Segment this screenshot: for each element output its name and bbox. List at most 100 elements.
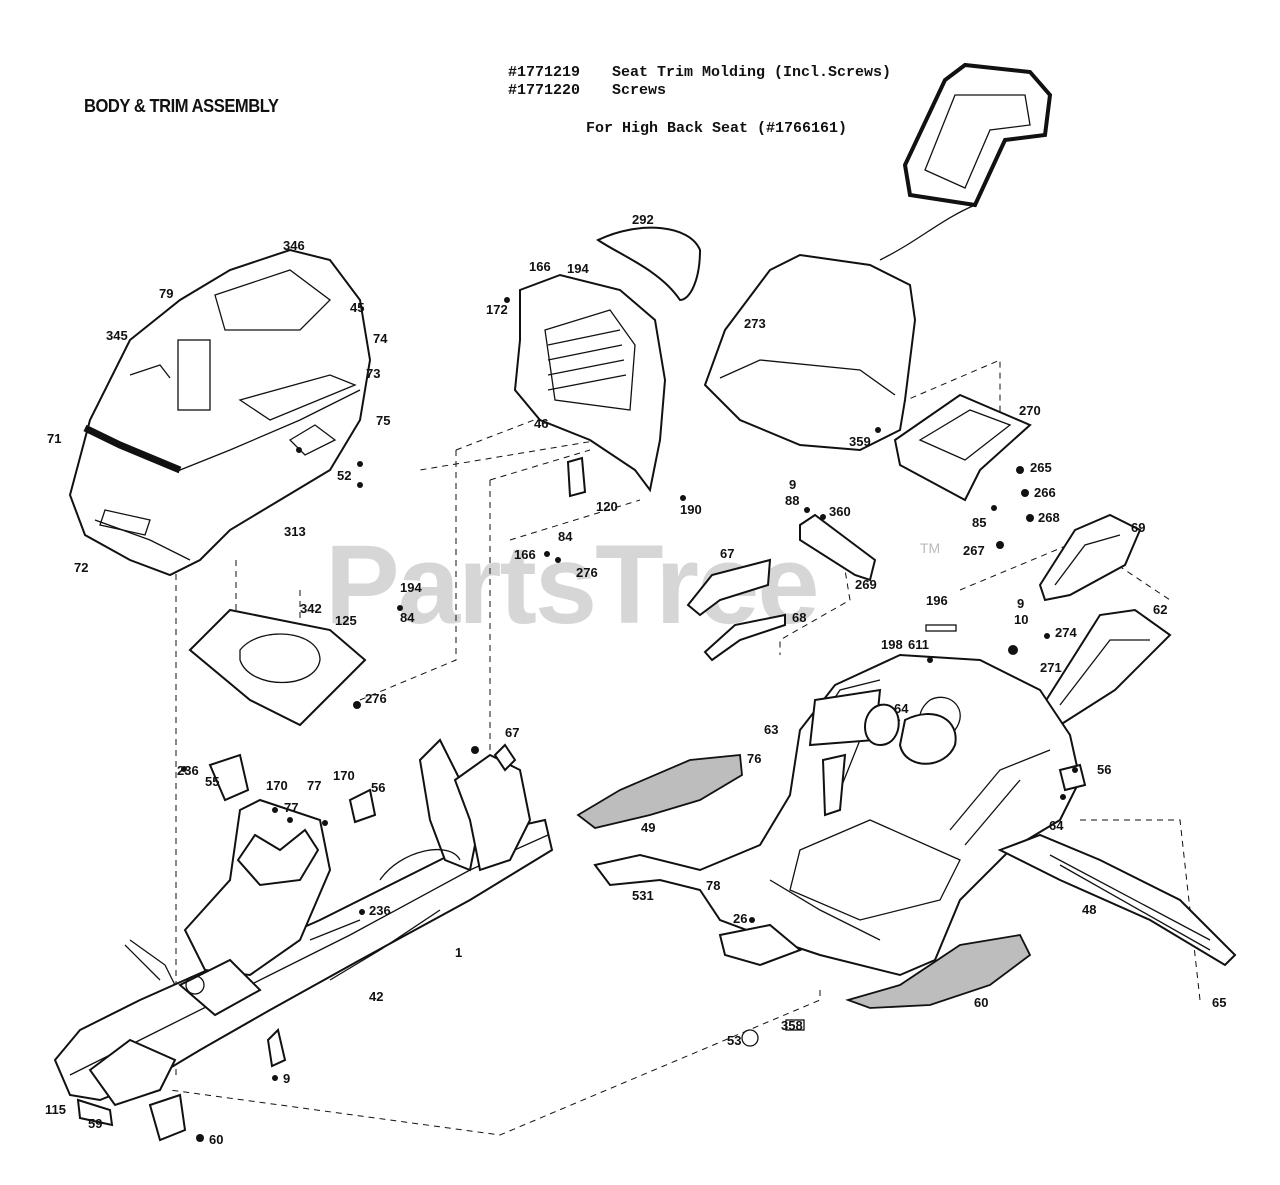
part-label: 64 (894, 701, 909, 716)
part-label: 60 (209, 1132, 223, 1147)
note-text-1: Seat Trim Molding (Incl.Screws) (612, 64, 892, 81)
part-label: 166 (529, 259, 551, 274)
part-label: 84 (558, 529, 573, 544)
hood-assembly (68, 248, 372, 577)
part-label: 194 (567, 261, 589, 276)
part-label: 45 (350, 300, 364, 315)
part-label: 76 (747, 751, 761, 766)
part-label: 72 (74, 560, 88, 575)
part-label: 73 (366, 366, 380, 381)
part-label: 65 (1212, 995, 1226, 1010)
part-label: 55 (205, 774, 219, 789)
part-label: 611 (908, 637, 929, 652)
part-label: 52 (337, 468, 351, 483)
note-high-back-seat: For High Back Seat (#1766161) (586, 120, 848, 137)
part-label: 269 (855, 577, 877, 592)
part-label: 170 (266, 778, 288, 793)
part-label: 9 (1017, 596, 1024, 611)
part-label: 172 (486, 302, 508, 317)
part-label: 88 (785, 493, 799, 508)
part-number-labels: 346 79 45 345 74 73 71 75 52 313 72 292 … (45, 212, 1226, 1147)
part-label: 64 (1049, 818, 1064, 833)
part-label: 10 (1014, 612, 1028, 627)
seat-pan-bracket (893, 393, 1032, 502)
part-label: 274 (1055, 625, 1077, 640)
part-label: 46 (534, 416, 548, 431)
part-label: 276 (576, 565, 598, 580)
part-label: 69 (1131, 520, 1145, 535)
chassis-frame (53, 738, 554, 1142)
part-label: 531 (632, 888, 654, 903)
trim-pieces (686, 558, 786, 662)
part-label: 346 (283, 238, 305, 253)
part-label: 59 (88, 1116, 102, 1131)
part-label: 79 (159, 286, 173, 301)
part-label: 170 (333, 768, 355, 783)
diagram-title: BODY & TRIM ASSEMBLY (84, 96, 279, 116)
part-label: 266 (1034, 485, 1056, 500)
seat (703, 204, 976, 452)
part-label: 358 (781, 1018, 803, 1033)
part-label: 53 (727, 1033, 741, 1048)
note-part-number-1: #1771219 (508, 64, 581, 81)
part-label: 26 (733, 911, 747, 926)
part-label: 267 (963, 543, 985, 558)
part-label: 342 (300, 601, 322, 616)
part-label: 84 (400, 610, 415, 625)
part-label: 271 (1040, 660, 1062, 675)
dash-panel (513, 226, 702, 498)
part-label: 42 (369, 989, 383, 1004)
part-label: 63 (764, 722, 778, 737)
part-label: 198 (881, 637, 903, 652)
part-label: 78 (706, 878, 720, 893)
seat-adjust-bracket (799, 513, 877, 582)
floor-plate (188, 608, 367, 727)
part-label: 56 (1097, 762, 1111, 777)
part-label: 9 (789, 477, 796, 492)
part-label: 236 (369, 903, 391, 918)
part-label: 85 (972, 515, 986, 530)
part-label: 125 (335, 613, 357, 628)
storage-tray (1038, 513, 1142, 602)
part-label: 49 (641, 820, 655, 835)
part-label: 166 (514, 547, 536, 562)
part-label: 77 (307, 778, 321, 793)
part-label: 120 (596, 499, 618, 514)
part-label: 265 (1030, 460, 1052, 475)
foot-mat-left (576, 754, 743, 829)
part-label: 56 (371, 780, 385, 795)
part-label: 71 (47, 431, 61, 446)
part-label: 360 (829, 504, 851, 519)
part-label: 345 (106, 328, 128, 343)
running-board (997, 833, 1237, 967)
part-label: 194 (400, 580, 422, 595)
part-label: 77 (284, 800, 298, 815)
part-label: 190 (680, 502, 702, 517)
seat-trim-molding (902, 62, 1053, 208)
part-label: 115 (45, 1102, 66, 1117)
note-part-number-2: #1771220 (508, 82, 581, 99)
part-label: 359 (849, 434, 871, 449)
part-label: 67 (505, 725, 519, 740)
part-label: 62 (1153, 602, 1167, 617)
part-label: 268 (1038, 510, 1060, 525)
part-label: 60 (974, 995, 988, 1010)
part-label: 48 (1082, 902, 1096, 917)
part-label: 292 (632, 212, 654, 227)
fasteners (181, 297, 1078, 1142)
part-label: 68 (792, 610, 806, 625)
part-label: 75 (376, 413, 390, 428)
part-label: 270 (1019, 403, 1041, 418)
trademark-mark: TM (920, 540, 941, 556)
part-label: 1 (455, 945, 462, 960)
part-label: 196 (926, 593, 948, 608)
part-label: 9 (283, 1071, 290, 1086)
part-label: 276 (365, 691, 387, 706)
foot-mat-right (845, 934, 1032, 1009)
part-label: 236 (177, 763, 199, 778)
main-body-fender (593, 653, 1087, 977)
part-label: 313 (284, 524, 306, 539)
part-label: 74 (373, 331, 388, 346)
